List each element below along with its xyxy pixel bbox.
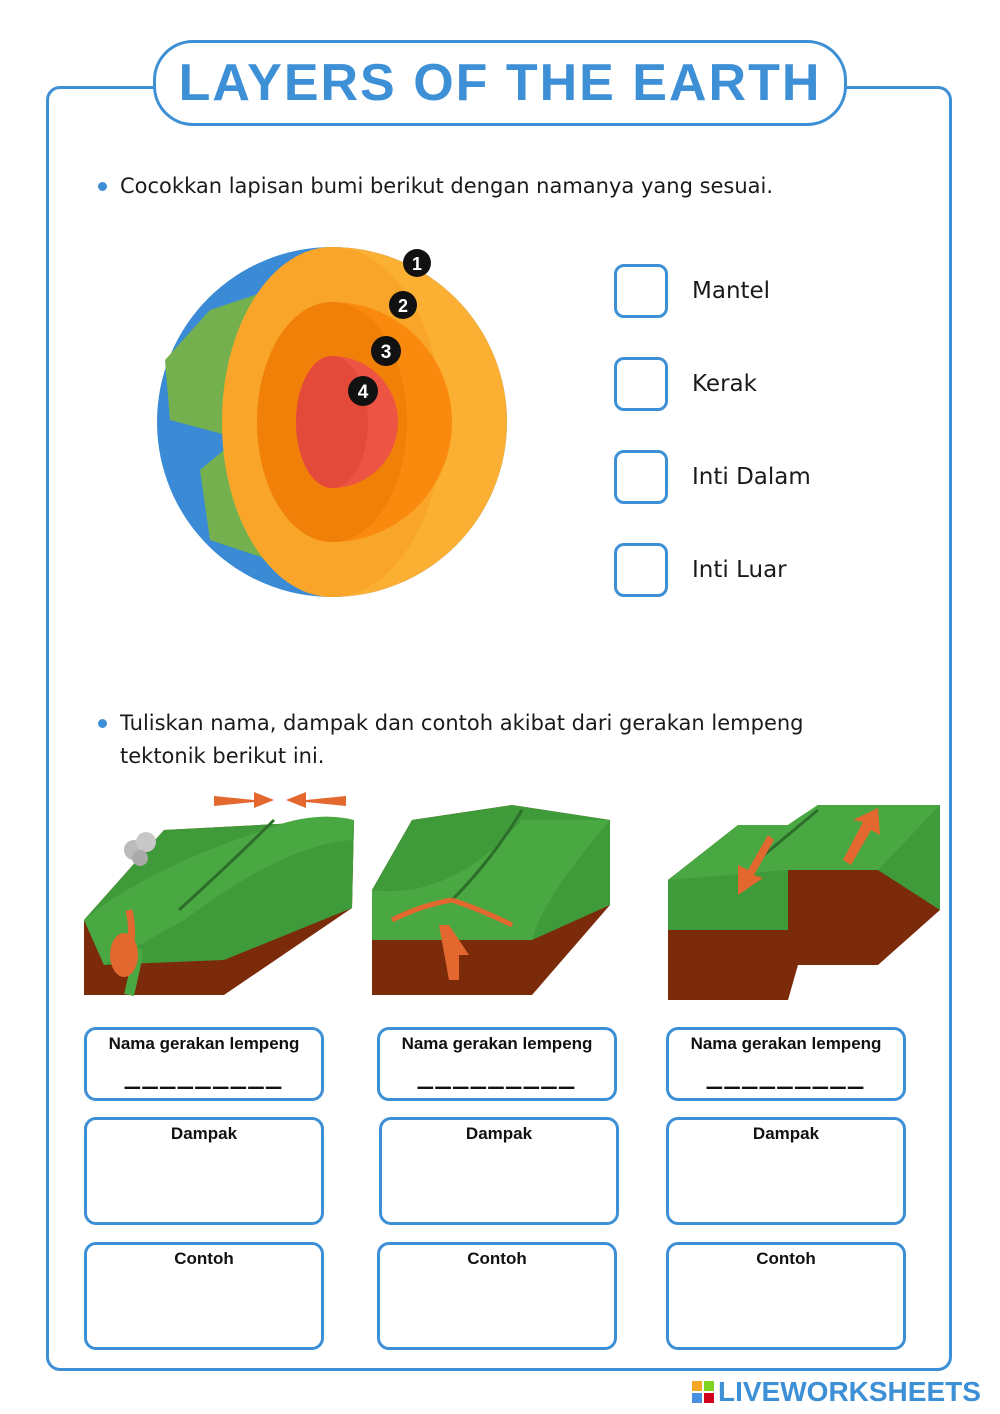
brand-icon: [692, 1381, 714, 1403]
arrow-curve-left-icon: [390, 897, 453, 923]
option-label: Inti Luar: [692, 557, 787, 583]
arrow-left-icon: [286, 792, 346, 808]
instruction-1: Cocokkan lapisan bumi berikut dengan nam…: [98, 170, 774, 203]
layer-marker-1: 1: [403, 249, 431, 277]
answer-box-kerak[interactable]: [614, 357, 668, 411]
name-box-label: Nama gerakan lempeng: [690, 1034, 882, 1053]
svg-text:4: 4: [358, 382, 369, 403]
option-label: Mantel: [692, 278, 771, 304]
name-box-label: Nama gerakan lempeng: [401, 1034, 593, 1053]
option-mantel: Mantel: [614, 263, 770, 319]
answer-box-mantel[interactable]: [614, 264, 668, 318]
bullet-icon: [98, 719, 107, 728]
brand-name: LIVEWORKSHEETS: [718, 1376, 981, 1407]
answer-box-inti-dalam[interactable]: [614, 450, 668, 504]
arrow-down-left-icon: [738, 835, 774, 895]
option-inti-luar: Inti Luar: [614, 542, 787, 598]
impact-box-label: Dampak: [752, 1124, 820, 1143]
arrow-up-icon: [439, 925, 469, 980]
example-box-label: Contoh: [756, 1249, 816, 1268]
option-inti-dalam: Inti Dalam: [614, 449, 811, 505]
option-label: Inti Dalam: [692, 464, 811, 490]
arrow-curve-right-icon: [451, 897, 514, 928]
arrow-up-right-icon: [843, 808, 880, 865]
arrow-right-icon: [214, 792, 274, 808]
earth-layers-diagram: 1 2 3 4: [157, 247, 507, 597]
liveworksheets-logo: LIVEWORKSHEETS: [692, 1376, 981, 1408]
impact-box-label: Dampak: [465, 1124, 533, 1143]
convergent-plate-illustration: [84, 792, 354, 997]
name-blank: _________: [417, 1060, 577, 1090]
name-blank: _________: [706, 1060, 866, 1090]
divergent-plate-illustration: [372, 805, 610, 995]
layer-marker-3: 3: [371, 336, 401, 366]
name-box-label: Nama gerakan lempeng: [108, 1034, 300, 1053]
transform-plate-illustration: [668, 805, 940, 1000]
example-box-label: Contoh: [174, 1249, 234, 1268]
name-box-1[interactable]: Nama gerakan lempeng _________: [84, 1027, 324, 1101]
option-kerak: Kerak: [614, 356, 757, 412]
example-box-3[interactable]: Contoh: [666, 1242, 906, 1350]
instruction-1-text: Cocokkan lapisan bumi berikut dengan nam…: [120, 174, 774, 198]
svg-text:2: 2: [398, 296, 408, 316]
name-blank: _________: [124, 1060, 284, 1090]
example-box-label: Contoh: [467, 1249, 527, 1268]
instruction-2: Tuliskan nama, dampak dan contoh akibat …: [98, 707, 804, 773]
instruction-2-line-2: tektonik berikut ini.: [120, 744, 325, 768]
example-box-2[interactable]: Contoh: [377, 1242, 617, 1350]
svg-text:1: 1: [412, 254, 422, 274]
impact-box-3[interactable]: Dampak: [666, 1117, 906, 1225]
impact-box-2[interactable]: Dampak: [379, 1117, 619, 1225]
impact-box-label: Dampak: [170, 1124, 238, 1143]
answer-box-inti-luar[interactable]: [614, 543, 668, 597]
example-box-1[interactable]: Contoh: [84, 1242, 324, 1350]
impact-box-1[interactable]: Dampak: [84, 1117, 324, 1225]
name-box-3[interactable]: Nama gerakan lempeng _________: [666, 1027, 906, 1101]
page-title: LAYERS OF THE EARTH: [178, 54, 822, 112]
layer-marker-4: 4: [348, 376, 378, 406]
core-layer-left: [296, 356, 368, 488]
option-label: Kerak: [692, 371, 757, 397]
layer-marker-2: 2: [389, 291, 417, 319]
svg-text:3: 3: [381, 342, 392, 363]
instruction-2-line-1: Tuliskan nama, dampak dan contoh akibat …: [120, 711, 804, 735]
title-banner: LAYERS OF THE EARTH: [153, 40, 847, 126]
name-box-2[interactable]: Nama gerakan lempeng _________: [377, 1027, 617, 1101]
bullet-icon: [98, 182, 107, 191]
